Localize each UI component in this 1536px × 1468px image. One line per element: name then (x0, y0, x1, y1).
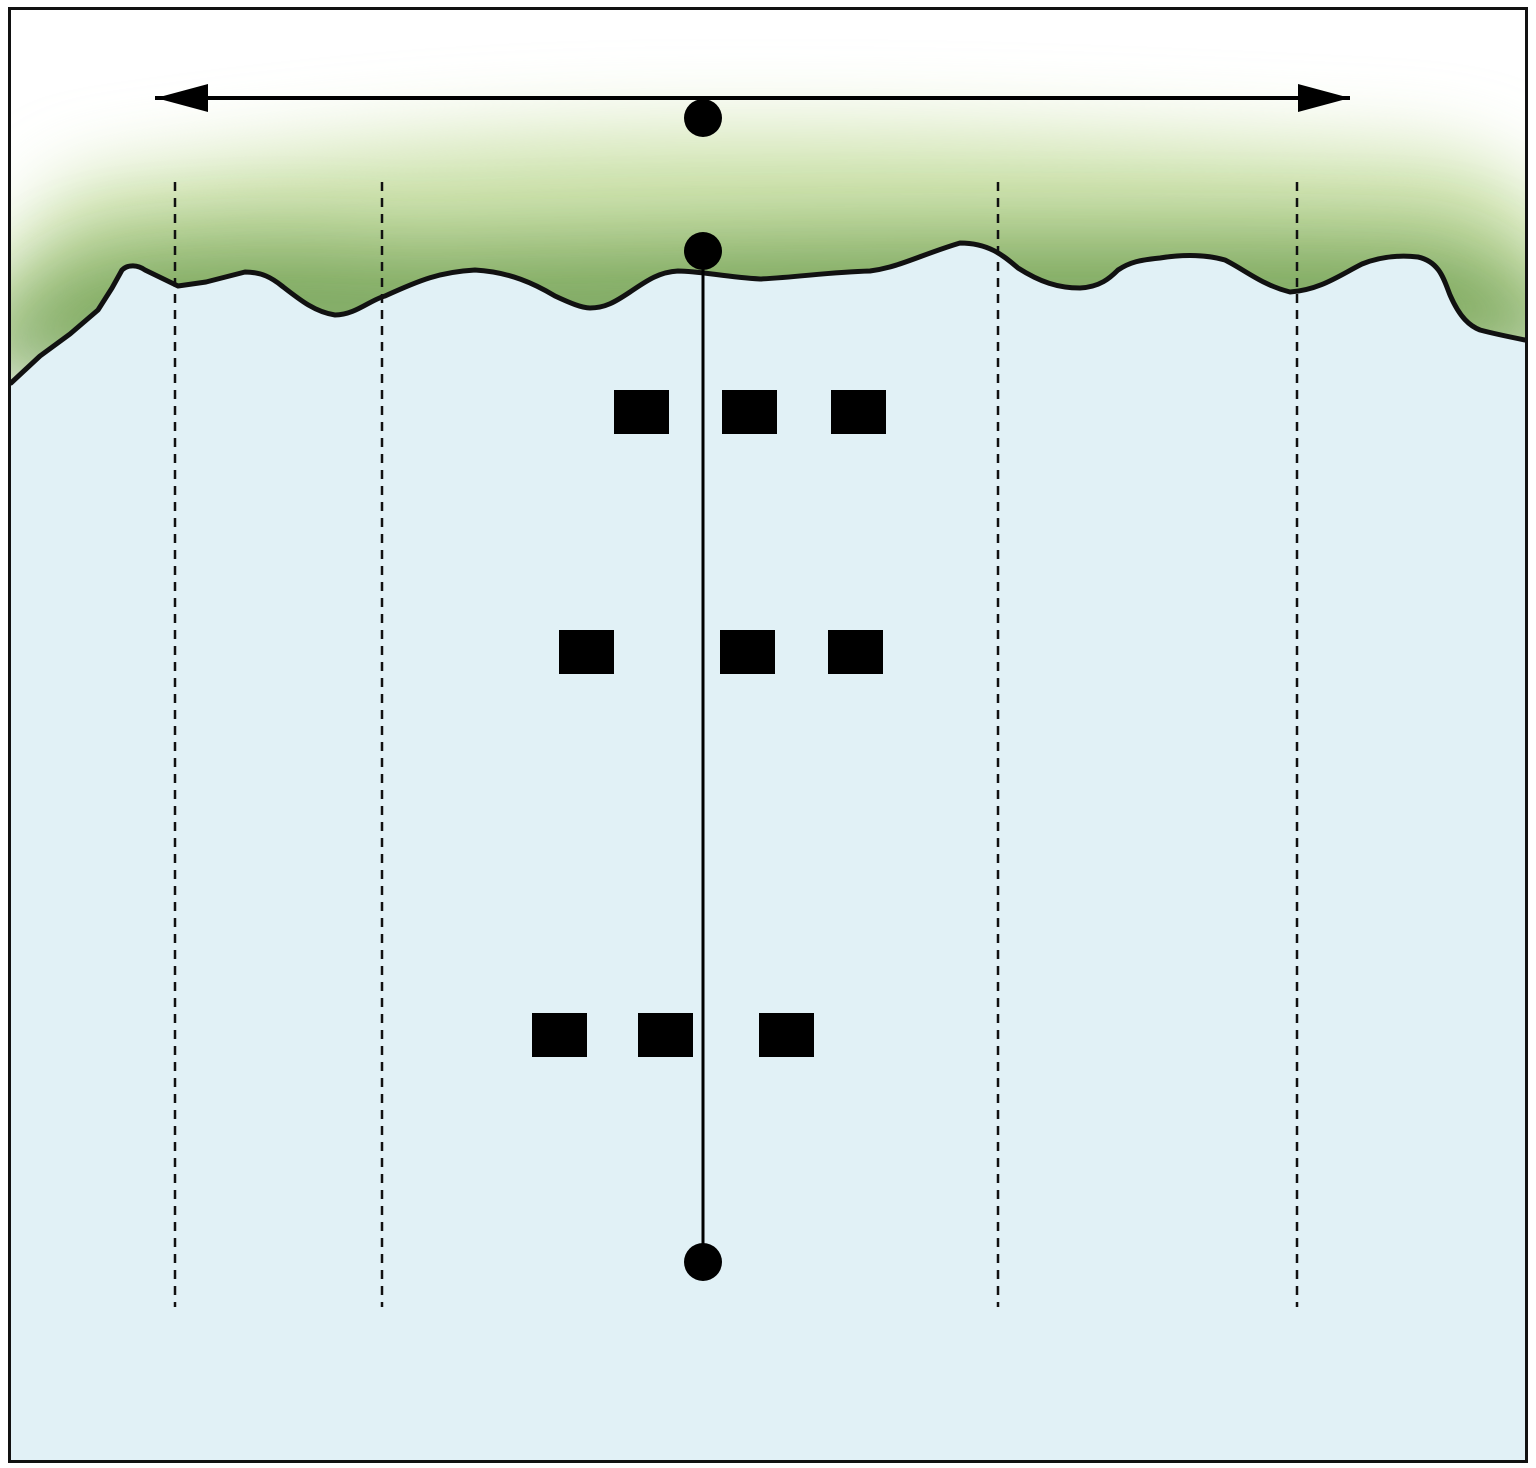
block-row1-1 (614, 390, 669, 434)
shoreline (8, 240, 1528, 386)
bottom-point (684, 1243, 722, 1281)
block-row3-3 (759, 1013, 814, 1057)
block-row1-3 (831, 390, 886, 434)
shoreline-point (684, 232, 722, 270)
frame (8, 7, 1528, 1463)
block-row2-2 (720, 630, 775, 674)
block-row3-1 (532, 1013, 587, 1057)
block-row2-3 (828, 630, 883, 674)
water-body (11, 243, 1525, 1461)
surface-point (684, 99, 722, 137)
block-row2-1 (559, 630, 614, 674)
arrow-head-right (1298, 84, 1350, 112)
arrow-head-left (156, 84, 208, 112)
block-row3-2 (638, 1013, 693, 1057)
block-row1-2 (722, 390, 777, 434)
